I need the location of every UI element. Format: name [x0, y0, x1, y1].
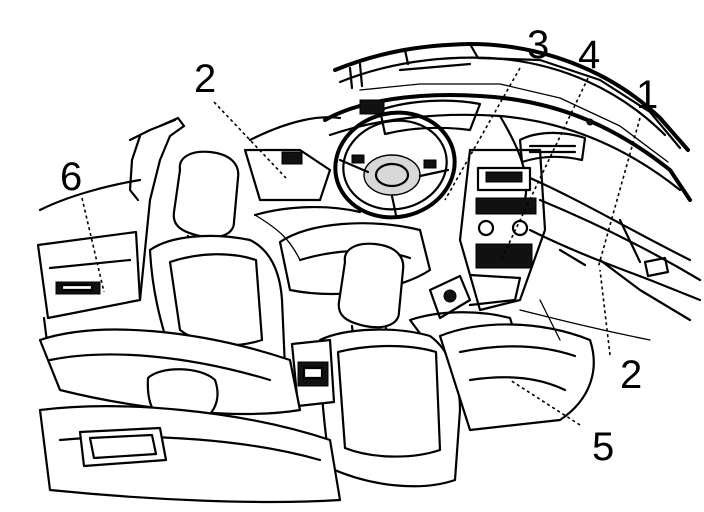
callout-2-right: 2 [620, 353, 642, 397]
rear-seat [38, 328, 342, 504]
driver-headrest [172, 150, 240, 239]
control-knob-icon [477, 219, 495, 237]
climate-panel-icon [475, 197, 537, 215]
passenger-headrest [337, 242, 405, 329]
leader-2b [599, 269, 611, 356]
gear-shifter-icon [428, 274, 472, 320]
dash-vent-right-icon [518, 131, 587, 164]
dash-vent-far-right-icon [643, 256, 670, 278]
windshield-frame [333, 42, 690, 163]
rear-door-left [36, 178, 142, 352]
leader-5 [509, 379, 581, 426]
leader-lines [81, 67, 641, 426]
callout-3: 3 [527, 23, 549, 67]
leader-6 [81, 197, 105, 293]
leader-1 [597, 117, 641, 269]
leader-3 [444, 67, 521, 201]
dashboard [323, 93, 702, 322]
steering-wheel [333, 110, 457, 220]
callout-1: 1 [636, 73, 658, 117]
steering-hub-airbag-icon [363, 154, 421, 196]
rear-console [290, 338, 336, 408]
passenger-seat [318, 242, 595, 488]
dash-vent-left-icon [359, 99, 385, 115]
callout-4: 4 [578, 33, 600, 77]
callout-2-left: 2 [194, 57, 216, 101]
callout-6: 6 [60, 155, 82, 199]
callout-5: 5 [592, 425, 614, 469]
driver-door [243, 116, 362, 217]
door-switch-panel-icon [281, 151, 303, 165]
callout-labels: 1 2 2 3 4 5 6 [60, 23, 658, 469]
floor-details [254, 214, 651, 341]
center-console [408, 148, 547, 362]
b-pillar [128, 116, 186, 302]
